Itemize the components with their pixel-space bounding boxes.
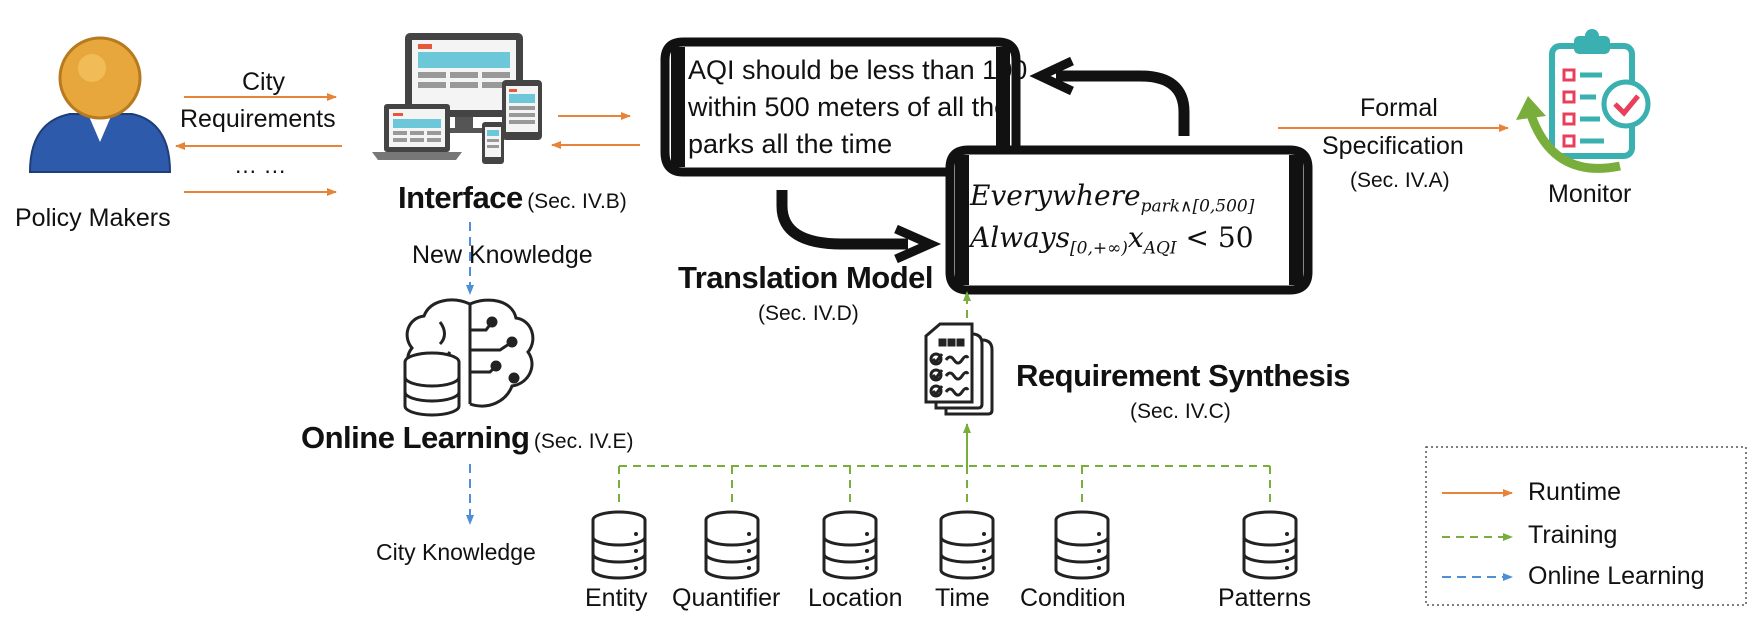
formal-spec-ref: (Sec. IV.A) [1350,169,1450,192]
brain-database-icon [403,298,535,417]
database-label-condition: Condition [1020,584,1126,612]
database-label-time: Time [935,584,990,612]
formal-spec-label-line1: Formal [1360,94,1438,122]
city-requirements-label-line2: Requirements [180,105,336,133]
clipboard-monitor-icon [1516,29,1651,173]
translation-arrows [776,56,1190,264]
interface-title: Interface [398,180,523,215]
location-database-icon [822,510,878,580]
formal-requirement-box [945,145,1313,295]
interface-ref: (Sec. IV.B) [527,190,627,213]
policy-makers-label: Policy Makers [15,204,171,232]
translation-model-title: Translation Model [678,260,934,295]
interface-heading: Interface (Sec. IV.B) [398,182,627,213]
online-learning-ref: (Sec. IV.E) [533,430,634,453]
formal-requirement-formula: Everywherepark∧[0,500] Always[0,+∞)xAQI … [970,182,1290,265]
training-arrows [618,291,1271,508]
legend-label-online-learning: Online Learning [1528,562,1705,590]
runtime-arrows-left [175,93,342,196]
devices-icon [372,33,542,164]
legend [1425,446,1747,606]
database-label-patterns: Patterns [1218,584,1312,612]
monitor-label: Monitor [1548,180,1632,208]
legend-label-training: Training [1528,521,1618,549]
entity-database-icon [591,510,647,580]
database-label-entity: Entity [585,584,648,612]
translation-model-ref: (Sec. IV.D) [758,302,859,325]
database-label-quantifier: Quantifier [672,584,781,612]
formula-line-everywhere: Everywherepark∧[0,500] [970,179,1255,217]
runtime-arrows-middle [551,112,640,149]
condition-database-icon [1054,510,1110,580]
formal-spec-label-line2: Specification [1322,132,1464,160]
document-checklist-icon [924,322,994,416]
formula-line-always: Always[0,+∞)xAQI < 50 [970,220,1254,259]
requirement-synthesis-title: Requirement Synthesis [1016,358,1351,393]
online-learning-heading: Online Learning (Sec. IV.E) [301,422,634,453]
ellipsis-label: … … [234,152,287,178]
online-learning-title: Online Learning [301,420,530,455]
natural-language-requirement: AQI should be less than 100 within 500 m… [688,55,1028,159]
new-knowledge-label: New Knowledge [412,241,593,269]
requirement-synthesis-ref: (Sec. IV.C) [1130,400,1231,423]
policy-maker-avatar-icon [28,36,172,173]
patterns-database-icon [1242,510,1298,580]
database-label-location: Location [808,584,903,612]
city-knowledge-label: City Knowledge [376,539,536,565]
time-database-icon [939,510,995,580]
legend-label-runtime: Runtime [1528,478,1622,506]
quantifier-database-icon [704,510,760,580]
city-requirements-label-line1: City [242,68,286,96]
